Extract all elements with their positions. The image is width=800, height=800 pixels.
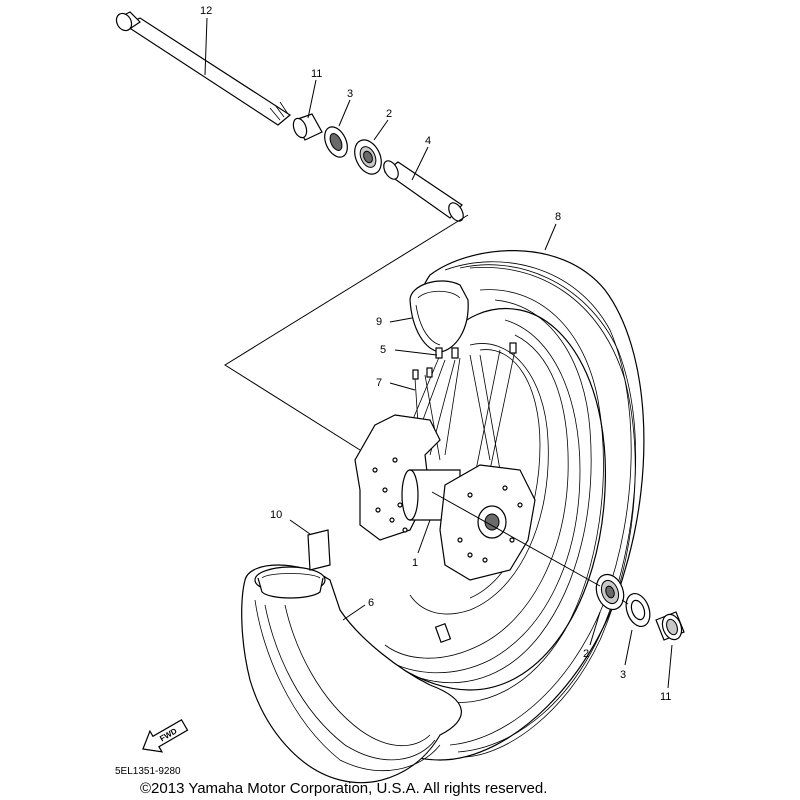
callout-5: 5: [380, 344, 386, 356]
callout-11-lower: 11: [660, 691, 671, 703]
callout-leaders: [204, 17, 673, 689]
callout-6: 6: [368, 597, 374, 609]
hub: [354, 414, 536, 581]
callout-7: 7: [376, 377, 382, 389]
callout-1: 1: [412, 557, 418, 569]
callout-9: 9: [376, 316, 382, 328]
callout-12: 12: [200, 5, 212, 17]
inner-tube: [241, 564, 462, 784]
collar-upper: [292, 113, 323, 141]
callout-2-lower: 2: [583, 648, 589, 660]
callout-4: 4: [425, 135, 431, 147]
callout-10: 10: [270, 509, 282, 521]
forward-arrow: FWD: [142, 718, 189, 753]
valve-stem: [434, 623, 452, 643]
callout-3-lower: 3: [620, 669, 626, 681]
diagram-code: 5EL1351-9280: [115, 766, 181, 777]
oil-seal-lower: [625, 592, 651, 628]
callout-8: 8: [555, 211, 561, 223]
assembly-lines: [224, 214, 629, 605]
callout-11-upper: 11: [311, 68, 322, 80]
bearing-upper: [354, 139, 382, 175]
rim-lock: [307, 529, 331, 571]
callout-2-upper: 2: [386, 108, 392, 120]
callout-labels: 12 11 3 2 4 8 9 5 7 1 10 6 2 3 11: [200, 5, 671, 703]
oil-seal-upper: [324, 126, 348, 158]
bearing-lower: [595, 573, 625, 611]
collar-lower: [655, 611, 685, 641]
rim-band: [409, 280, 469, 353]
callout-3-upper: 3: [347, 88, 353, 100]
spacer: [383, 160, 464, 222]
copyright-notice: ©2013 Yamaha Motor Corporation, U.S.A. A…: [140, 780, 547, 797]
axle: [115, 11, 292, 126]
